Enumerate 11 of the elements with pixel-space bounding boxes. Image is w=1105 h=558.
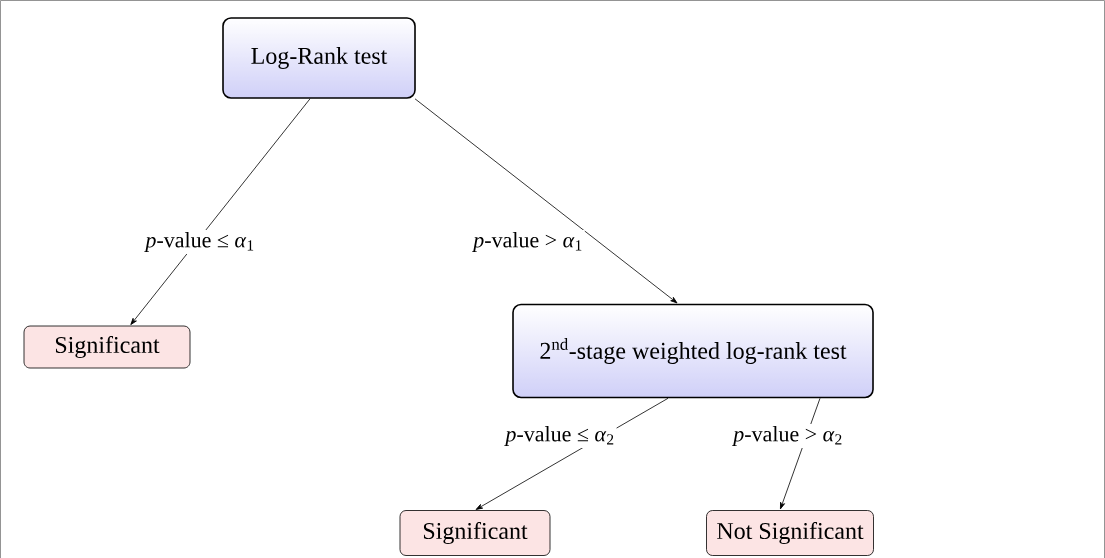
result-box: Not Significant [706,510,874,556]
edge-label: p-value > α$_{1}$ [471,230,585,254]
result-box: Significant [399,510,551,556]
edge-label: p-value ≤ α$_{1}$ [143,230,257,254]
arrow [414,98,678,304]
edge-label: p-value > α$_{2}$ [731,424,845,448]
process-box: 2$^{nd}$-stage weighted log-rank test [512,303,874,399]
process-box: Log-Rank test [222,17,416,99]
arrow [130,98,311,325]
edge-label: p-value ≤ α$_{2}$ [503,424,617,448]
result-box: Significant [23,325,191,369]
